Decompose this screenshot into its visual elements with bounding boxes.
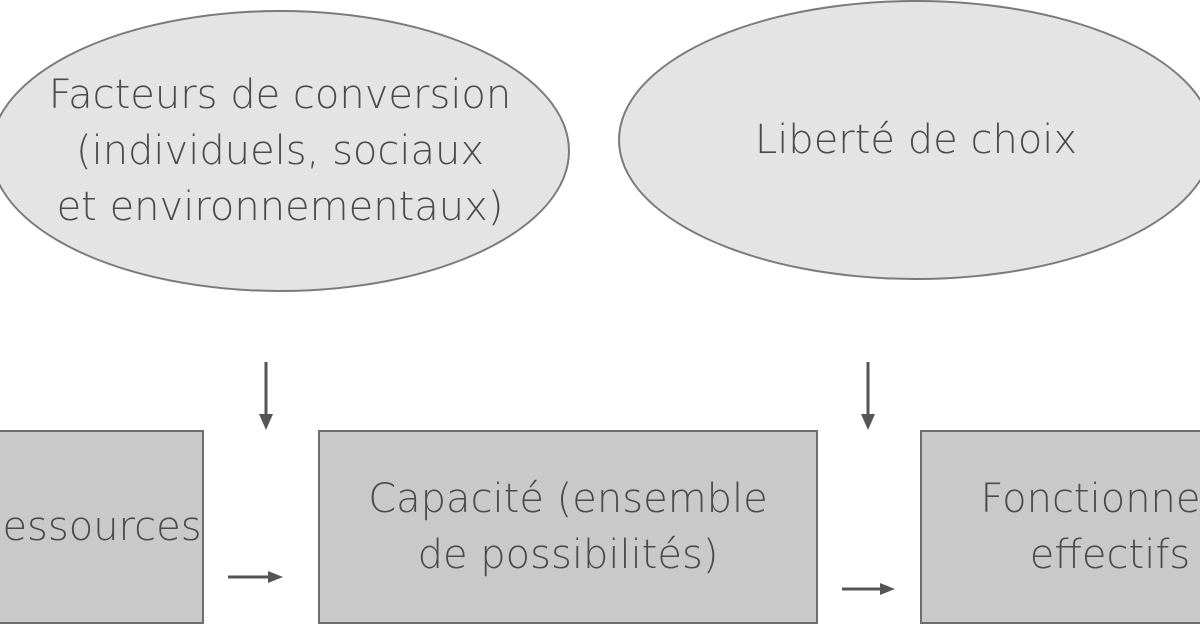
capability-node: Capacité (ensemble de possibilités): [318, 430, 818, 624]
arrow-conversion-to-capability: [259, 362, 273, 430]
capability-line-1: Capacité (ensemble: [368, 476, 768, 522]
freedom-of-choice-line-1: Liberté de choix: [754, 117, 1078, 163]
arrow-freedom-to-functionings: [861, 362, 875, 430]
arrow-resources-to-capability: [228, 571, 283, 583]
resources-node: essources: [0, 430, 204, 624]
arrow-capability-to-functionings: [842, 583, 895, 595]
functionings-line-1: Fonctionnem: [980, 476, 1200, 522]
conversion-factors-label: Facteurs de conversion (individuels, soc…: [49, 67, 512, 235]
capability-label: Capacité (ensemble de possibilités): [368, 471, 768, 583]
conversion-factors-node: Facteurs de conversion (individuels, soc…: [0, 10, 570, 292]
capability-line-2: de possibilités): [417, 532, 719, 578]
functionings-line-2: effectifs: [1029, 532, 1191, 578]
functionings-label: Fonctionnem effectifs: [981, 471, 1200, 583]
resources-label: essources: [2, 499, 201, 555]
freedom-of-choice-label: Liberté de choix: [755, 112, 1077, 168]
functionings-node: Fonctionnem effectifs: [920, 430, 1200, 624]
conversion-factors-line-3: et environnementaux): [56, 184, 504, 230]
resources-line-1: essources: [2, 504, 202, 550]
conversion-factors-line-2: (individuels, sociaux: [75, 128, 485, 174]
freedom-of-choice-node: Liberté de choix: [618, 0, 1200, 280]
conversion-factors-line-1: Facteurs de conversion: [48, 72, 512, 118]
